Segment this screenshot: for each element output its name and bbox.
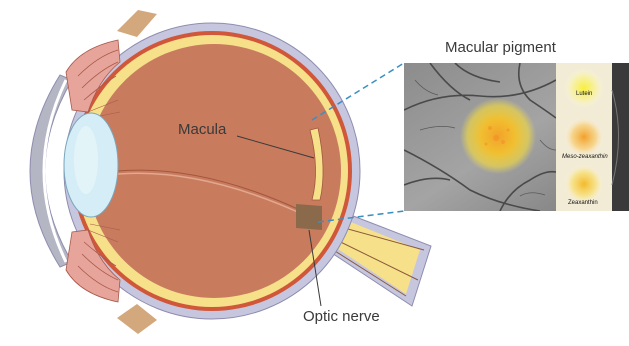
zeaxanthin-spot xyxy=(564,164,604,204)
meso-zeaxanthin-spot xyxy=(564,117,604,157)
macular-pigment-inset xyxy=(404,63,629,211)
upper-muscle xyxy=(117,10,157,37)
vitreous-body xyxy=(87,44,341,298)
macula-label: Macula xyxy=(178,121,226,138)
meso-zeaxanthin-label: Meso-zeaxanthin xyxy=(562,154,608,160)
optic-nerve-label: Optic nerve xyxy=(303,308,380,325)
lower-muscle xyxy=(117,304,157,334)
lutein-spot xyxy=(564,68,604,108)
optic-disc xyxy=(296,204,322,230)
lutein-label: Lutein xyxy=(576,91,592,97)
macular-pigment-title: Macular pigment xyxy=(445,39,556,56)
zeaxanthin-label: Zeaxanthin xyxy=(568,200,598,206)
